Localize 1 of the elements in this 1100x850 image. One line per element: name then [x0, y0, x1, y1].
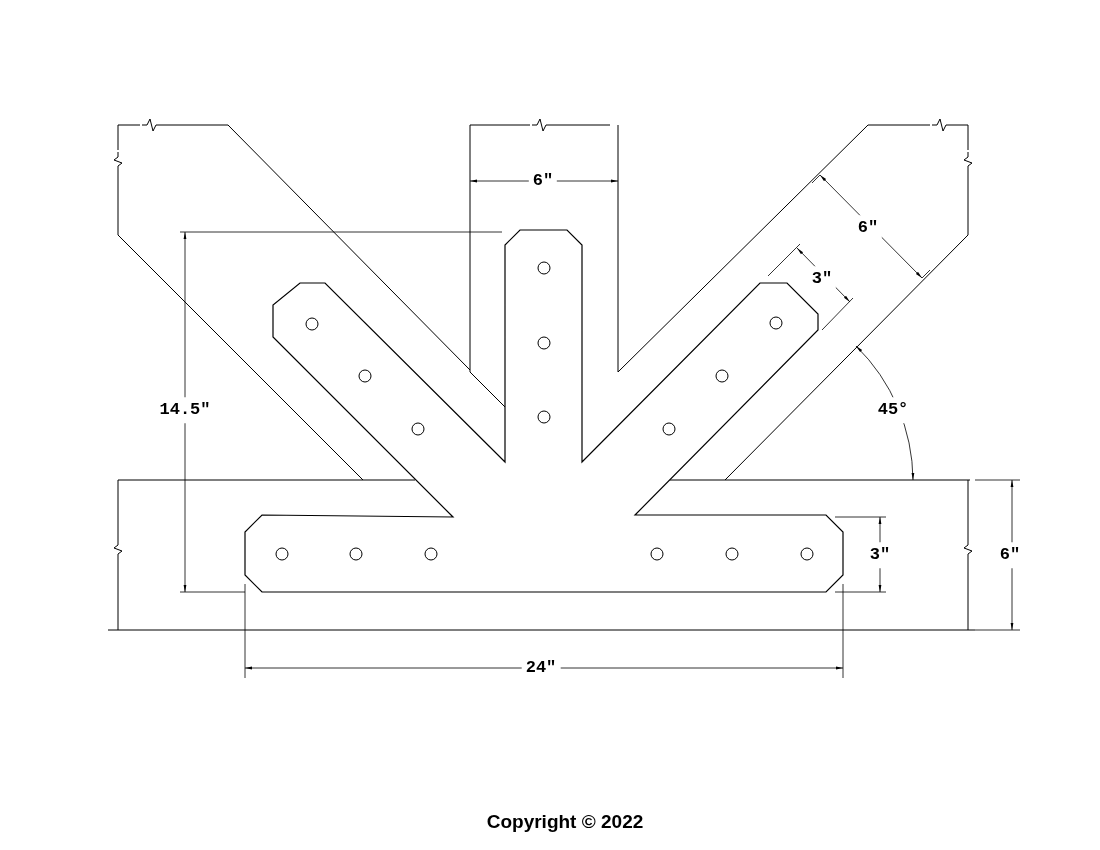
copyright-caption: Copyright © 2022 [486, 809, 644, 834]
